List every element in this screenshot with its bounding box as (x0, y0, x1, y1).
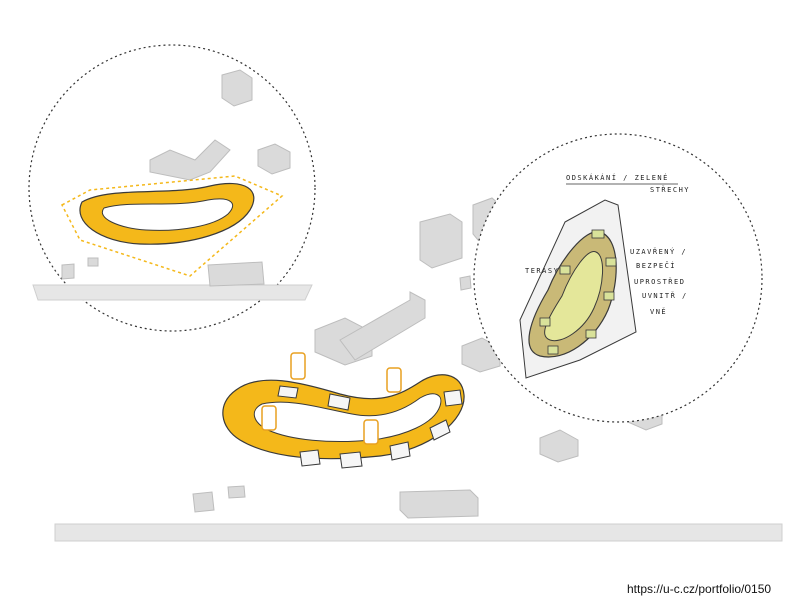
annotation-inside-3: UPROSTŘED (634, 277, 685, 286)
annotation-inside-5: VNĚ (650, 307, 667, 316)
source-credit: https://u-c.cz/portfolio/0150 (627, 582, 772, 596)
annotation-roofs-2: STŘECHY (650, 185, 690, 194)
annotation-inside-2: BEZPEČÍ (636, 261, 676, 270)
context-buildings (192, 197, 663, 519)
annotation-terraces: TERASY (525, 267, 559, 275)
main-oval-ring (222, 374, 465, 469)
annotation-roofs-1: ODSKÁKÁNÍ / ZELENÉ (566, 173, 669, 182)
main-road (54, 523, 783, 542)
annotation-inside-4: UVNITŘ / (642, 291, 688, 300)
left-zoom-circle (28, 44, 316, 332)
annotation-inside-1: UZAVŘENÝ / (630, 247, 687, 256)
right-detail-circle: ODSKÁKÁNÍ / ZELENÉ STŘECHY TERASY UZAVŘE… (473, 133, 763, 423)
hand-pointer-icon (261, 352, 402, 445)
